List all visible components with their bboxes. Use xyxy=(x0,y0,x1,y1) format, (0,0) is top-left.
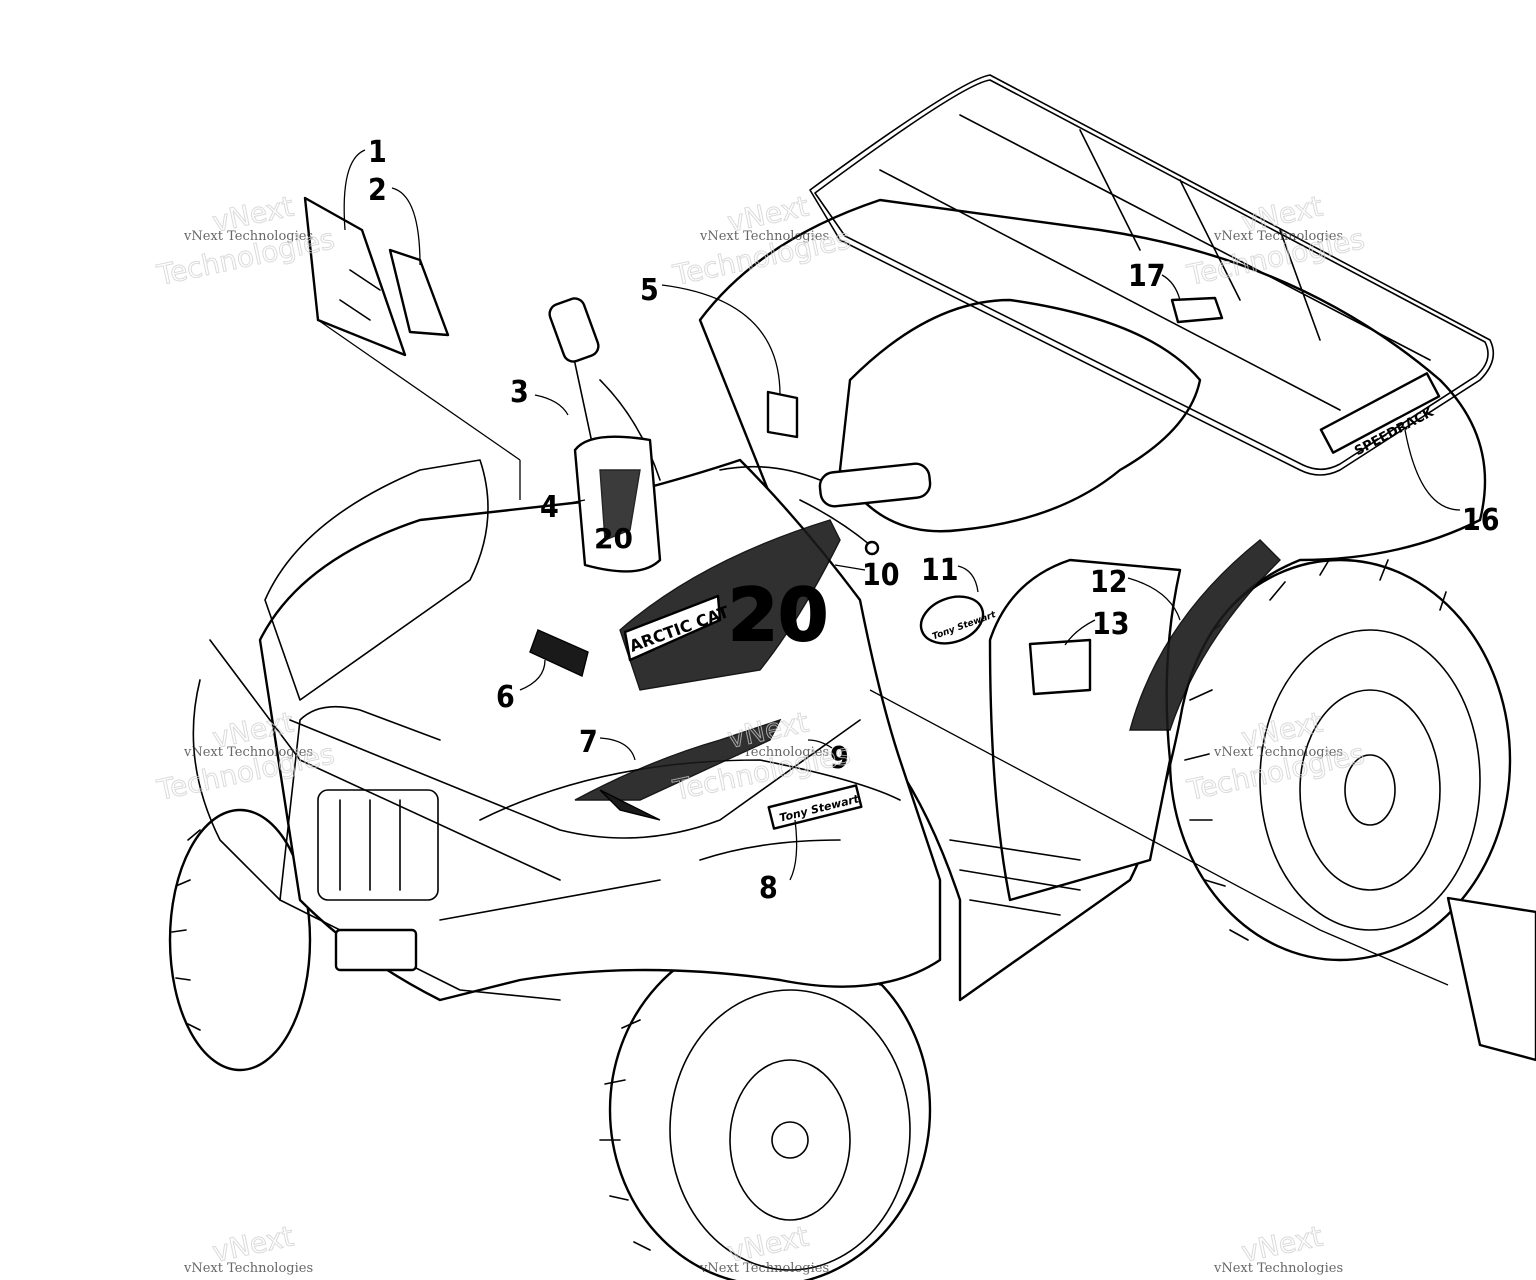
svg-text:vNext Technologies: vNext Technologies xyxy=(699,745,829,760)
decal-10-fender-graphic: ARCTIC CAT 20 xyxy=(619,519,841,691)
callout-8: 8 xyxy=(759,871,778,906)
callout-16: 16 xyxy=(1462,503,1500,538)
callout-11: 11 xyxy=(921,553,959,588)
meter-number-text: 20 xyxy=(594,522,633,555)
callout-3: 3 xyxy=(510,375,529,410)
front-left-wheel xyxy=(168,808,312,1072)
svg-text:vNext Technologies: vNext Technologies xyxy=(1213,745,1343,760)
callout-9: 9 xyxy=(830,741,849,776)
leader-lines xyxy=(317,149,1461,986)
watermarks: vNext Technologies vNext Technologies vN… xyxy=(153,189,1368,1276)
callout-1: 1 xyxy=(368,135,387,170)
callout-17: 17 xyxy=(1128,259,1166,294)
callout-13: 13 xyxy=(1092,607,1130,642)
svg-text:vNext Technologies: vNext Technologies xyxy=(183,745,313,760)
callout-7: 7 xyxy=(579,725,598,760)
decal-16-rear-sheet xyxy=(1446,896,1536,1062)
watermark-bottom-right: vNext Technologies vNext xyxy=(1213,1219,1343,1276)
svg-text:vNext Technologies: vNext Technologies xyxy=(183,229,313,244)
callout-2: 2 xyxy=(368,173,387,208)
front-rack xyxy=(192,459,861,901)
rear-left-wheel xyxy=(1168,554,1512,962)
callout-10: 10 xyxy=(862,558,900,593)
decal-7-9-front-rack-graphic xyxy=(574,718,782,821)
decal-1-2-sheets xyxy=(303,196,450,357)
svg-text:vNext Technologies: vNext Technologies xyxy=(1213,1261,1343,1276)
callout-6: 6 xyxy=(496,680,515,715)
decal-13-label xyxy=(1028,638,1092,696)
watermark-top-right: vNext Technologies vNext Technologies xyxy=(1183,189,1368,292)
callout-4: 4 xyxy=(540,490,559,525)
svg-text:vNext Technologies: vNext Technologies xyxy=(699,229,829,244)
decal-6-small-sticker xyxy=(529,629,589,677)
handlebars xyxy=(548,297,932,556)
svg-text:vNext Technologies: vNext Technologies xyxy=(1213,229,1343,244)
svg-text:vNext Technologies: vNext Technologies xyxy=(699,1261,829,1276)
callout-12: 12 xyxy=(1090,565,1128,600)
callout-5: 5 xyxy=(640,273,659,308)
watermark-bottom-left: vNext Technologies vNext xyxy=(183,1219,313,1276)
callout-labels: 1 2 3 4 5 6 7 8 9 10 11 12 13 16 17 xyxy=(368,135,1500,906)
decal-5-panel xyxy=(766,390,799,439)
decal-12-fender-stripe xyxy=(1129,539,1281,731)
fender-number-text: 20 xyxy=(728,573,828,657)
decal-17-label xyxy=(1170,296,1224,324)
svg-text:vNext Technologies: vNext Technologies xyxy=(183,1261,313,1276)
front-bumper xyxy=(279,705,661,1001)
decal-4-meter-cover: 20 xyxy=(573,435,662,573)
